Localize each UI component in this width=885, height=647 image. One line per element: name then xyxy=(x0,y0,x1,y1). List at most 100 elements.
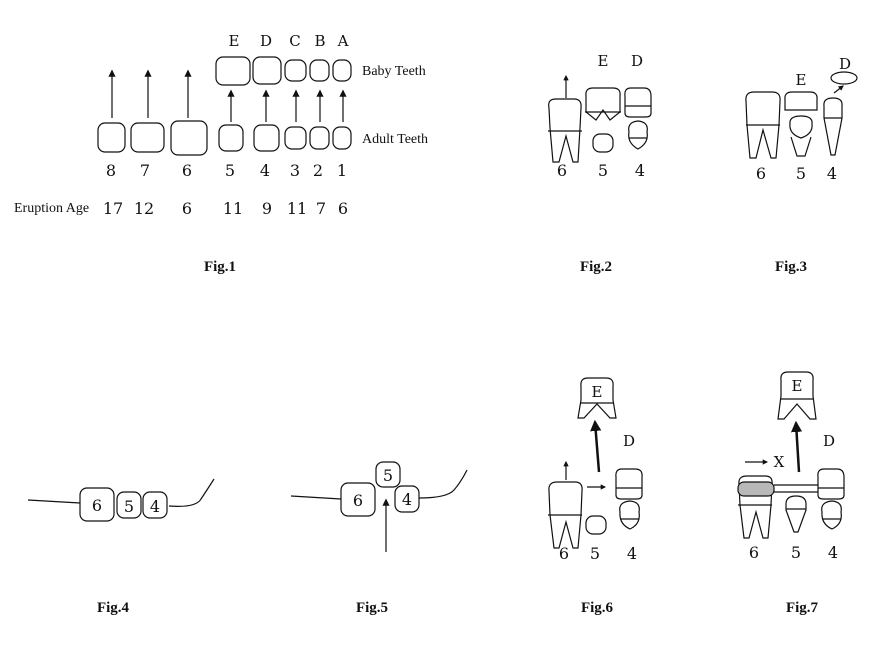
fig6-bud-5 xyxy=(585,515,607,535)
fig7-baby-e-lifted xyxy=(777,371,817,420)
adult-tooth-8 xyxy=(97,122,126,153)
fig5: 6 5 4 Fig.5 xyxy=(290,461,468,616)
baby-letter-b: B xyxy=(314,32,325,50)
fig4-arch-left xyxy=(27,499,81,504)
fig7-number-6: 6 xyxy=(749,543,759,562)
fig5-tooth-4 xyxy=(394,485,420,513)
adult-tooth-1 xyxy=(332,126,352,150)
fig2-bud-4 xyxy=(628,120,648,150)
fig7-extraction-arrow xyxy=(790,420,803,473)
fig2-baby-d xyxy=(624,87,652,118)
fig3-premolar-4 xyxy=(823,97,843,156)
fig2-letter-e: E xyxy=(598,52,609,70)
fig4-tooth-6 xyxy=(79,487,115,522)
fig7-band xyxy=(737,481,775,497)
fig6-baby-e-lifted xyxy=(577,377,617,419)
fig6-baby-d xyxy=(615,468,643,500)
fig2-number-6: 6 xyxy=(557,161,567,180)
fig6-extraction-arrow xyxy=(590,419,602,473)
fig7-bud-4 xyxy=(821,500,842,530)
fig6-number-6: 6 xyxy=(559,544,569,563)
fig5-number-5: 5 xyxy=(383,466,393,485)
fig3-number-6: 6 xyxy=(756,164,766,183)
eruption-age-5: 11 xyxy=(223,199,243,218)
fig7-caption: Fig.7 xyxy=(786,600,819,616)
fig2-number-5: 5 xyxy=(598,161,608,180)
fig3-caption: Fig.3 xyxy=(775,259,807,275)
eruption-age-8: 17 xyxy=(103,199,123,218)
eruption-age-7: 12 xyxy=(134,199,154,218)
fig4-arch-right xyxy=(168,478,215,507)
adult-number-2: 2 xyxy=(313,161,323,180)
fig5-number-6: 6 xyxy=(353,491,363,510)
fig5-number-4: 4 xyxy=(402,490,412,509)
fig5-tooth-6 xyxy=(340,482,376,517)
baby-letter-a: A xyxy=(337,32,349,50)
fig4-tooth-5 xyxy=(116,491,142,519)
adult-number-7: 7 xyxy=(140,161,150,180)
eruption-age-3: 11 xyxy=(287,199,307,218)
fig2-bud-5 xyxy=(592,133,614,153)
adult-number-5: 5 xyxy=(225,161,235,180)
fig3-root-5 xyxy=(790,136,812,157)
fig7-blocked-mark: X xyxy=(774,453,785,471)
fig7-number-5: 5 xyxy=(791,543,801,562)
fig4: 6 5 4 Fig.4 xyxy=(27,478,215,616)
fig4-number-5: 5 xyxy=(124,497,134,516)
fig4-caption: Fig.4 xyxy=(97,600,130,616)
baby-tooth-d xyxy=(252,56,282,85)
fig6-letter-e: E xyxy=(592,383,603,401)
adult-teeth-label: Adult Teeth xyxy=(362,132,428,147)
fig3-shed-baby-d xyxy=(830,71,858,85)
fig6-letter-d: D xyxy=(623,432,635,450)
adult-tooth-3 xyxy=(284,126,307,150)
fig5-tooth-5 xyxy=(375,461,401,488)
fig1-caption: Fig.1 xyxy=(204,259,236,275)
eruption-age-1: 6 xyxy=(338,199,348,218)
fig6: E D 6 5 4 Fig.6 xyxy=(548,377,643,616)
adult-number-8: 8 xyxy=(106,161,116,180)
baby-tooth-e xyxy=(215,56,251,86)
adult-tooth-4 xyxy=(253,124,280,152)
fig7-premolar-5 xyxy=(785,495,807,533)
fig3-letter-e: E xyxy=(796,71,807,89)
fig5-caption: Fig.5 xyxy=(356,600,388,616)
adult-number-3: 3 xyxy=(290,161,300,180)
eruption-age-2: 7 xyxy=(316,199,326,218)
fig5-arch-left xyxy=(290,495,342,500)
fig7-baby-d xyxy=(817,468,845,500)
baby-letter-c: C xyxy=(289,32,300,50)
fig3-baby-e xyxy=(784,91,818,111)
adult-number-1: 1 xyxy=(337,161,347,180)
eruption-age-4: 9 xyxy=(262,199,272,218)
fig3: E D 6 5 4 Fig.3 xyxy=(745,55,858,275)
fig2-letter-d: D xyxy=(631,52,643,70)
fig2-baby-e xyxy=(585,87,621,121)
fig1: E D C B A Baby Teeth Adult Teeth 8 7 xyxy=(14,32,428,275)
baby-tooth-c xyxy=(284,59,307,82)
adult-tooth-2 xyxy=(309,126,330,150)
fig7-number-4: 4 xyxy=(828,543,838,562)
fig4-number-4: 4 xyxy=(150,497,160,516)
baby-letter-d: D xyxy=(260,32,272,50)
adult-tooth-7 xyxy=(130,122,165,153)
fig2: E D 6 5 4 Fig.2 xyxy=(548,52,652,275)
fig6-bud-4 xyxy=(619,500,640,530)
fig4-tooth-4 xyxy=(142,491,168,519)
baby-letter-e: E xyxy=(229,32,240,50)
adult-tooth-6 xyxy=(170,120,208,156)
eruption-age-label: Eruption Age xyxy=(14,201,89,216)
fig5-arch-right xyxy=(418,469,468,499)
fig3-letter-d: D xyxy=(839,55,851,73)
fig7-letter-d: D xyxy=(823,432,835,450)
eruption-age-6: 6 xyxy=(182,199,192,218)
adult-number-6: 6 xyxy=(182,161,192,180)
fig6-number-5: 5 xyxy=(590,544,600,563)
fig6-caption: Fig.6 xyxy=(581,600,614,616)
adult-number-4: 4 xyxy=(260,161,270,180)
fig4-number-6: 6 xyxy=(92,496,102,515)
baby-tooth-b xyxy=(309,59,330,82)
fig7-letter-e: E xyxy=(792,377,803,395)
fig2-number-4: 4 xyxy=(635,161,645,180)
